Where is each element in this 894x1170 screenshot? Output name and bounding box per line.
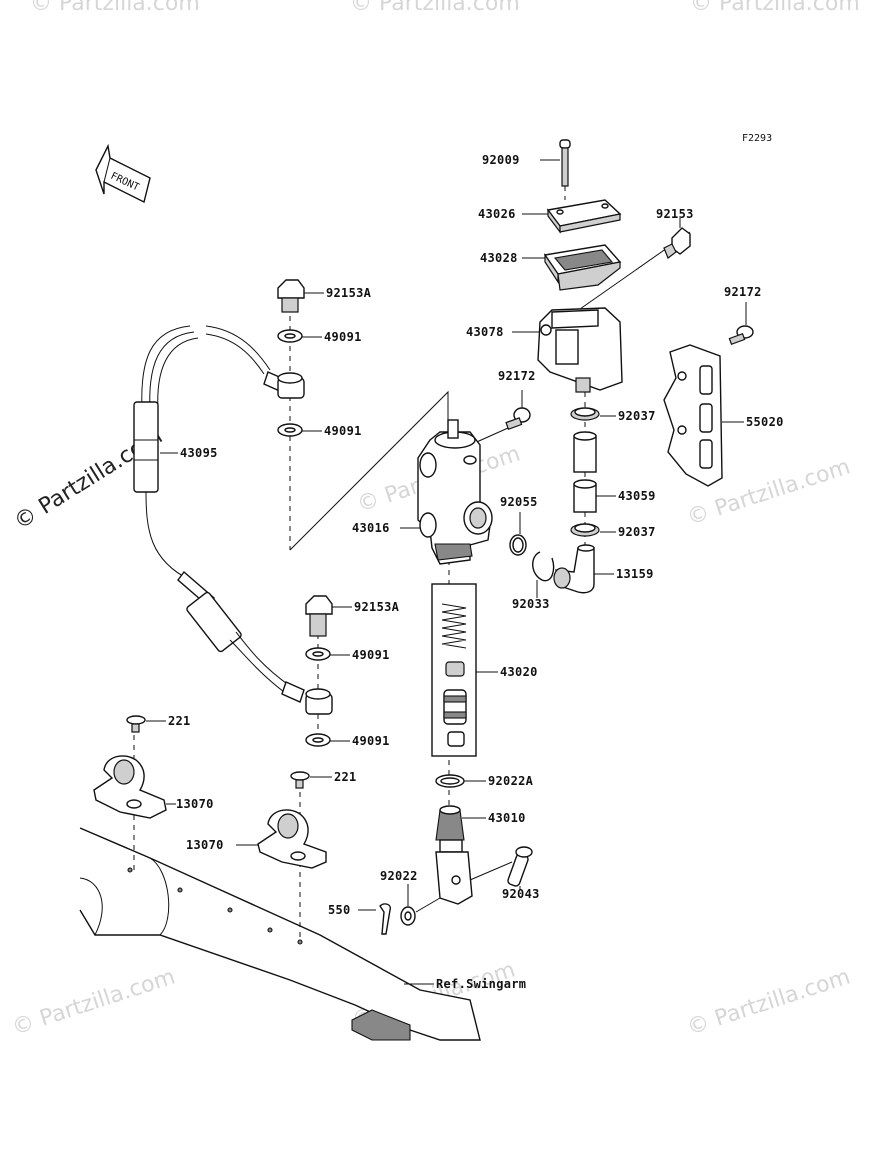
part-92172-screw: 92172 [469,369,536,446]
label-92022A: 92022A [488,774,534,788]
watermark-bottom-left: © Partzilla.com [9,964,178,1040]
label-55020: 55020 [746,415,784,429]
part-550-cotter-pin: 550 [328,903,392,935]
part-221-screw-b: 221 [290,770,357,789]
label-43078: 43078 [466,325,504,339]
part-43016-master-cylinder: 43016 [352,419,493,565]
part-49091-washer-c: 49091 [305,647,390,662]
part-49091-washer-b: 49091 [277,423,362,438]
part-92022A-snap-ring: 92022A [435,774,534,788]
label-92153A-top: 92153A [326,286,372,300]
label-49091-b: 49091 [324,424,362,438]
ref-swingarm-label: Ref.Swingarm [436,977,526,991]
part-92009-screw: 92009 [482,139,571,187]
part-49091-washer-d: 49091 [305,733,390,748]
part-43078-reservoir: 43078 [466,307,623,393]
part-92153A-banjo-bolt-top: 92153A [277,279,372,313]
watermark-top-center: © Partzilla.com [350,0,520,16]
watermark-bottom-right: © Partzilla.com [684,964,853,1040]
part-92055-o-ring: 92055 [500,495,538,556]
label-92172-top: 92172 [724,285,762,299]
label-92037-b: 92037 [618,525,656,539]
part-92033-circlip: 92033 [512,551,555,611]
part-92172-screw-top: 92172 [724,285,762,345]
label-49091-d: 49091 [352,734,390,748]
label-92153: 92153 [656,207,694,221]
part-92022-washer: 92022 [380,869,441,926]
part-13070-hose-guide-b: 13070 [186,809,327,869]
part-13070-hose-guide-a: 13070 [93,755,214,819]
watermark-top-left: © Partzilla.com [30,0,200,16]
part-43020-piston-kit: 43020 [431,583,538,757]
banjo-fitting-bottom [305,688,333,715]
part-43010-push-rod: 43010 [435,805,526,905]
label-13159: 13159 [616,567,654,581]
front-arrow: FRONT [95,143,151,204]
part-92043-pin: 92043 [469,846,540,901]
label-221-b: 221 [334,770,357,784]
label-49091-c: 49091 [352,648,390,662]
label-92055: 92055 [500,495,538,509]
part-55020-guard: 55020 [663,344,784,487]
label-92043: 92043 [502,887,540,901]
label-13070-a: 13070 [176,797,214,811]
part-92037-clamp-b: 92037 [570,523,656,539]
figure-code: F2293 [742,133,772,144]
label-43026: 43026 [478,207,516,221]
label-43020: 43020 [500,665,538,679]
label-221-a: 221 [168,714,191,728]
part-92153-bolt: 92153 [656,207,694,259]
label-43095: 43095 [180,446,218,460]
part-92153A-banjo-bolt-bottom: 92153A [305,595,400,637]
part-43059-hose: 43059 [573,431,656,513]
label-550: 550 [328,903,351,917]
label-43010: 43010 [488,811,526,825]
banjo-fitting-top [277,372,305,399]
label-92022: 92022 [380,869,418,883]
label-92037-a: 92037 [618,409,656,423]
label-92033: 92033 [512,597,550,611]
ref-swingarm: Ref.Swingarm [404,977,526,991]
label-92009: 92009 [482,153,520,167]
part-43028-diaphragm: 43028 [480,244,622,291]
part-92037-clamp-a: 92037 [570,407,656,423]
swingarm [79,827,481,1041]
label-43028: 43028 [480,251,518,265]
label-92172: 92172 [498,369,536,383]
watermark-top-right: © Partzilla.com [690,0,860,16]
label-49091-a: 49091 [324,330,362,344]
part-49091-washer-a: 49091 [277,329,362,344]
part-43026-cap: 43026 [478,199,622,234]
part-221-screw-a: 221 [126,714,191,733]
part-43095-brake-hose: 43095 [133,325,305,703]
label-13070-b: 13070 [186,838,224,852]
part-13159-elbow: 13159 [553,544,654,594]
label-43059: 43059 [618,489,656,503]
label-43016: 43016 [352,521,390,535]
assembly-guide-line [289,390,449,551]
label-92153A-bottom: 92153A [354,600,400,614]
